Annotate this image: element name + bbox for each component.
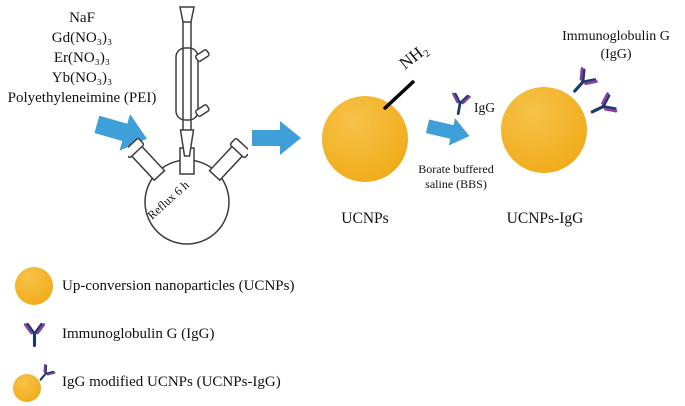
igg-label: IgG [474,100,495,115]
ucnp-particle [322,96,408,182]
nh2-label: NH₂ [395,39,432,74]
reagent-item: Yb(NO₃)₃ [51,70,113,86]
bbs-line2: saline (BBS) [425,176,487,191]
legend-icon-cell [6,312,62,356]
legend-label: Up-conversion nanoparticles (UCNPs) [62,277,295,294]
legend-label: Immunoglobulin G (IgG) [62,325,215,342]
legend-icon-cell [6,360,62,404]
arrow-right-icon [426,118,470,146]
legend-item: Immunoglobulin G (IgG) [6,312,294,356]
ucnp-igg-icon [11,360,57,404]
nh2-bond-line [382,79,416,111]
antibody-icon [586,91,618,123]
arrow-right-icon [252,121,301,155]
reagent-item: Polyethyleneimine (PEI) [7,90,157,106]
ucnps-igg-label: UCNPs-IgG [506,210,584,227]
legend-item: Up-conversion nanoparticles (UCNPs) [6,264,294,308]
reagent-list: NaF Gd(NO₃)₃ Er(NO₃)₃ Yb(NO₃)₃ Polyethyl… [0,8,164,108]
legend-icon-cell [6,264,62,308]
reagent-item: Er(NO₃)₃ [53,50,111,66]
reflux-apparatus-icon: Reflux 6 h [128,6,248,245]
legend-label: IgG modified UCNPs (UCNPs-IgG) [62,373,281,390]
igg-title-line1: Immunoglobulin G [562,29,670,44]
ucnp-particle-icon [13,374,41,402]
bbs-label: Borate buffered saline (BBS) [405,162,507,191]
reagent-item: NaF [69,10,95,26]
reagent-item: Gd(NO₃)₃ [51,30,113,46]
ucnp-particle-icon [15,267,53,305]
igg-title-line2: (IgG) [600,47,632,62]
legend-item: IgG modified UCNPs (UCNPs-IgG) [6,360,294,404]
legend: Up-conversion nanoparticles (UCNPs) Immu… [6,264,294,404]
bbs-line1: Borate buffered [418,162,494,176]
antibody-icon [23,322,45,348]
ucnp-igg-particle [501,87,587,173]
ucnps-label: UCNPs [341,210,389,227]
igg-title: Immunoglobulin G (IgG) [552,28,680,64]
